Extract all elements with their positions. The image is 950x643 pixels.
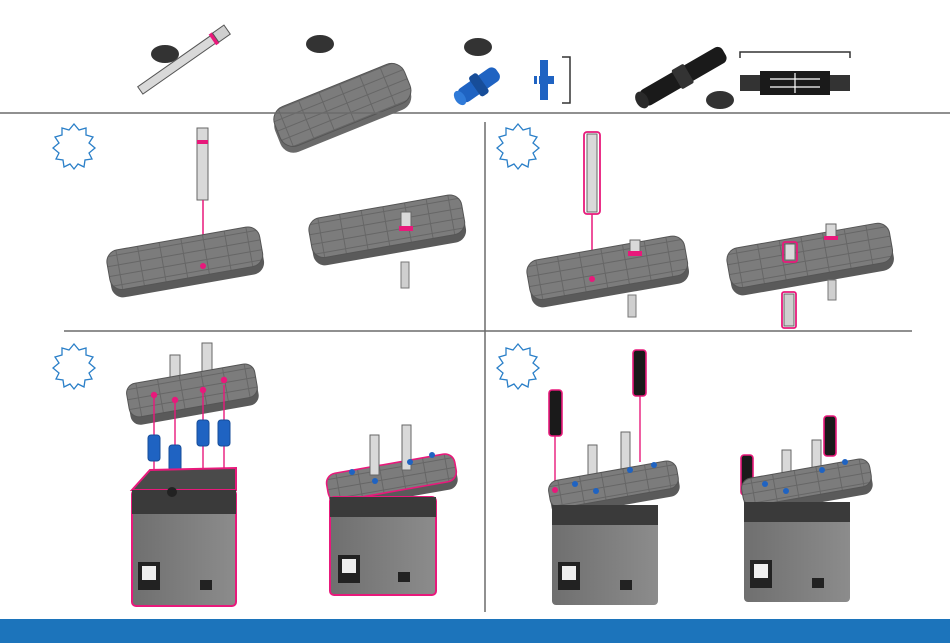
bracket-icon xyxy=(562,57,570,103)
quantity-badge-icon xyxy=(464,38,492,56)
footer-bar xyxy=(0,619,950,643)
part-connector-pin-blue xyxy=(449,38,570,111)
step-burst-icon xyxy=(53,344,95,389)
step-burst-icon xyxy=(497,344,539,389)
step-4 xyxy=(547,350,874,605)
part-beam-plate xyxy=(268,35,418,157)
step-1 xyxy=(105,128,468,299)
step-burst-icon xyxy=(53,124,95,169)
smart-motor xyxy=(132,468,236,606)
part-connector-pin-black xyxy=(631,43,850,113)
parts-list xyxy=(137,24,850,157)
quantity-badge-icon xyxy=(706,91,734,109)
quantity-badge-icon xyxy=(306,35,334,53)
part-shaft xyxy=(137,24,231,95)
step-burst-icon xyxy=(497,124,539,169)
bracket-icon xyxy=(740,52,850,58)
step-2 xyxy=(525,132,896,328)
step-3 xyxy=(125,343,459,606)
